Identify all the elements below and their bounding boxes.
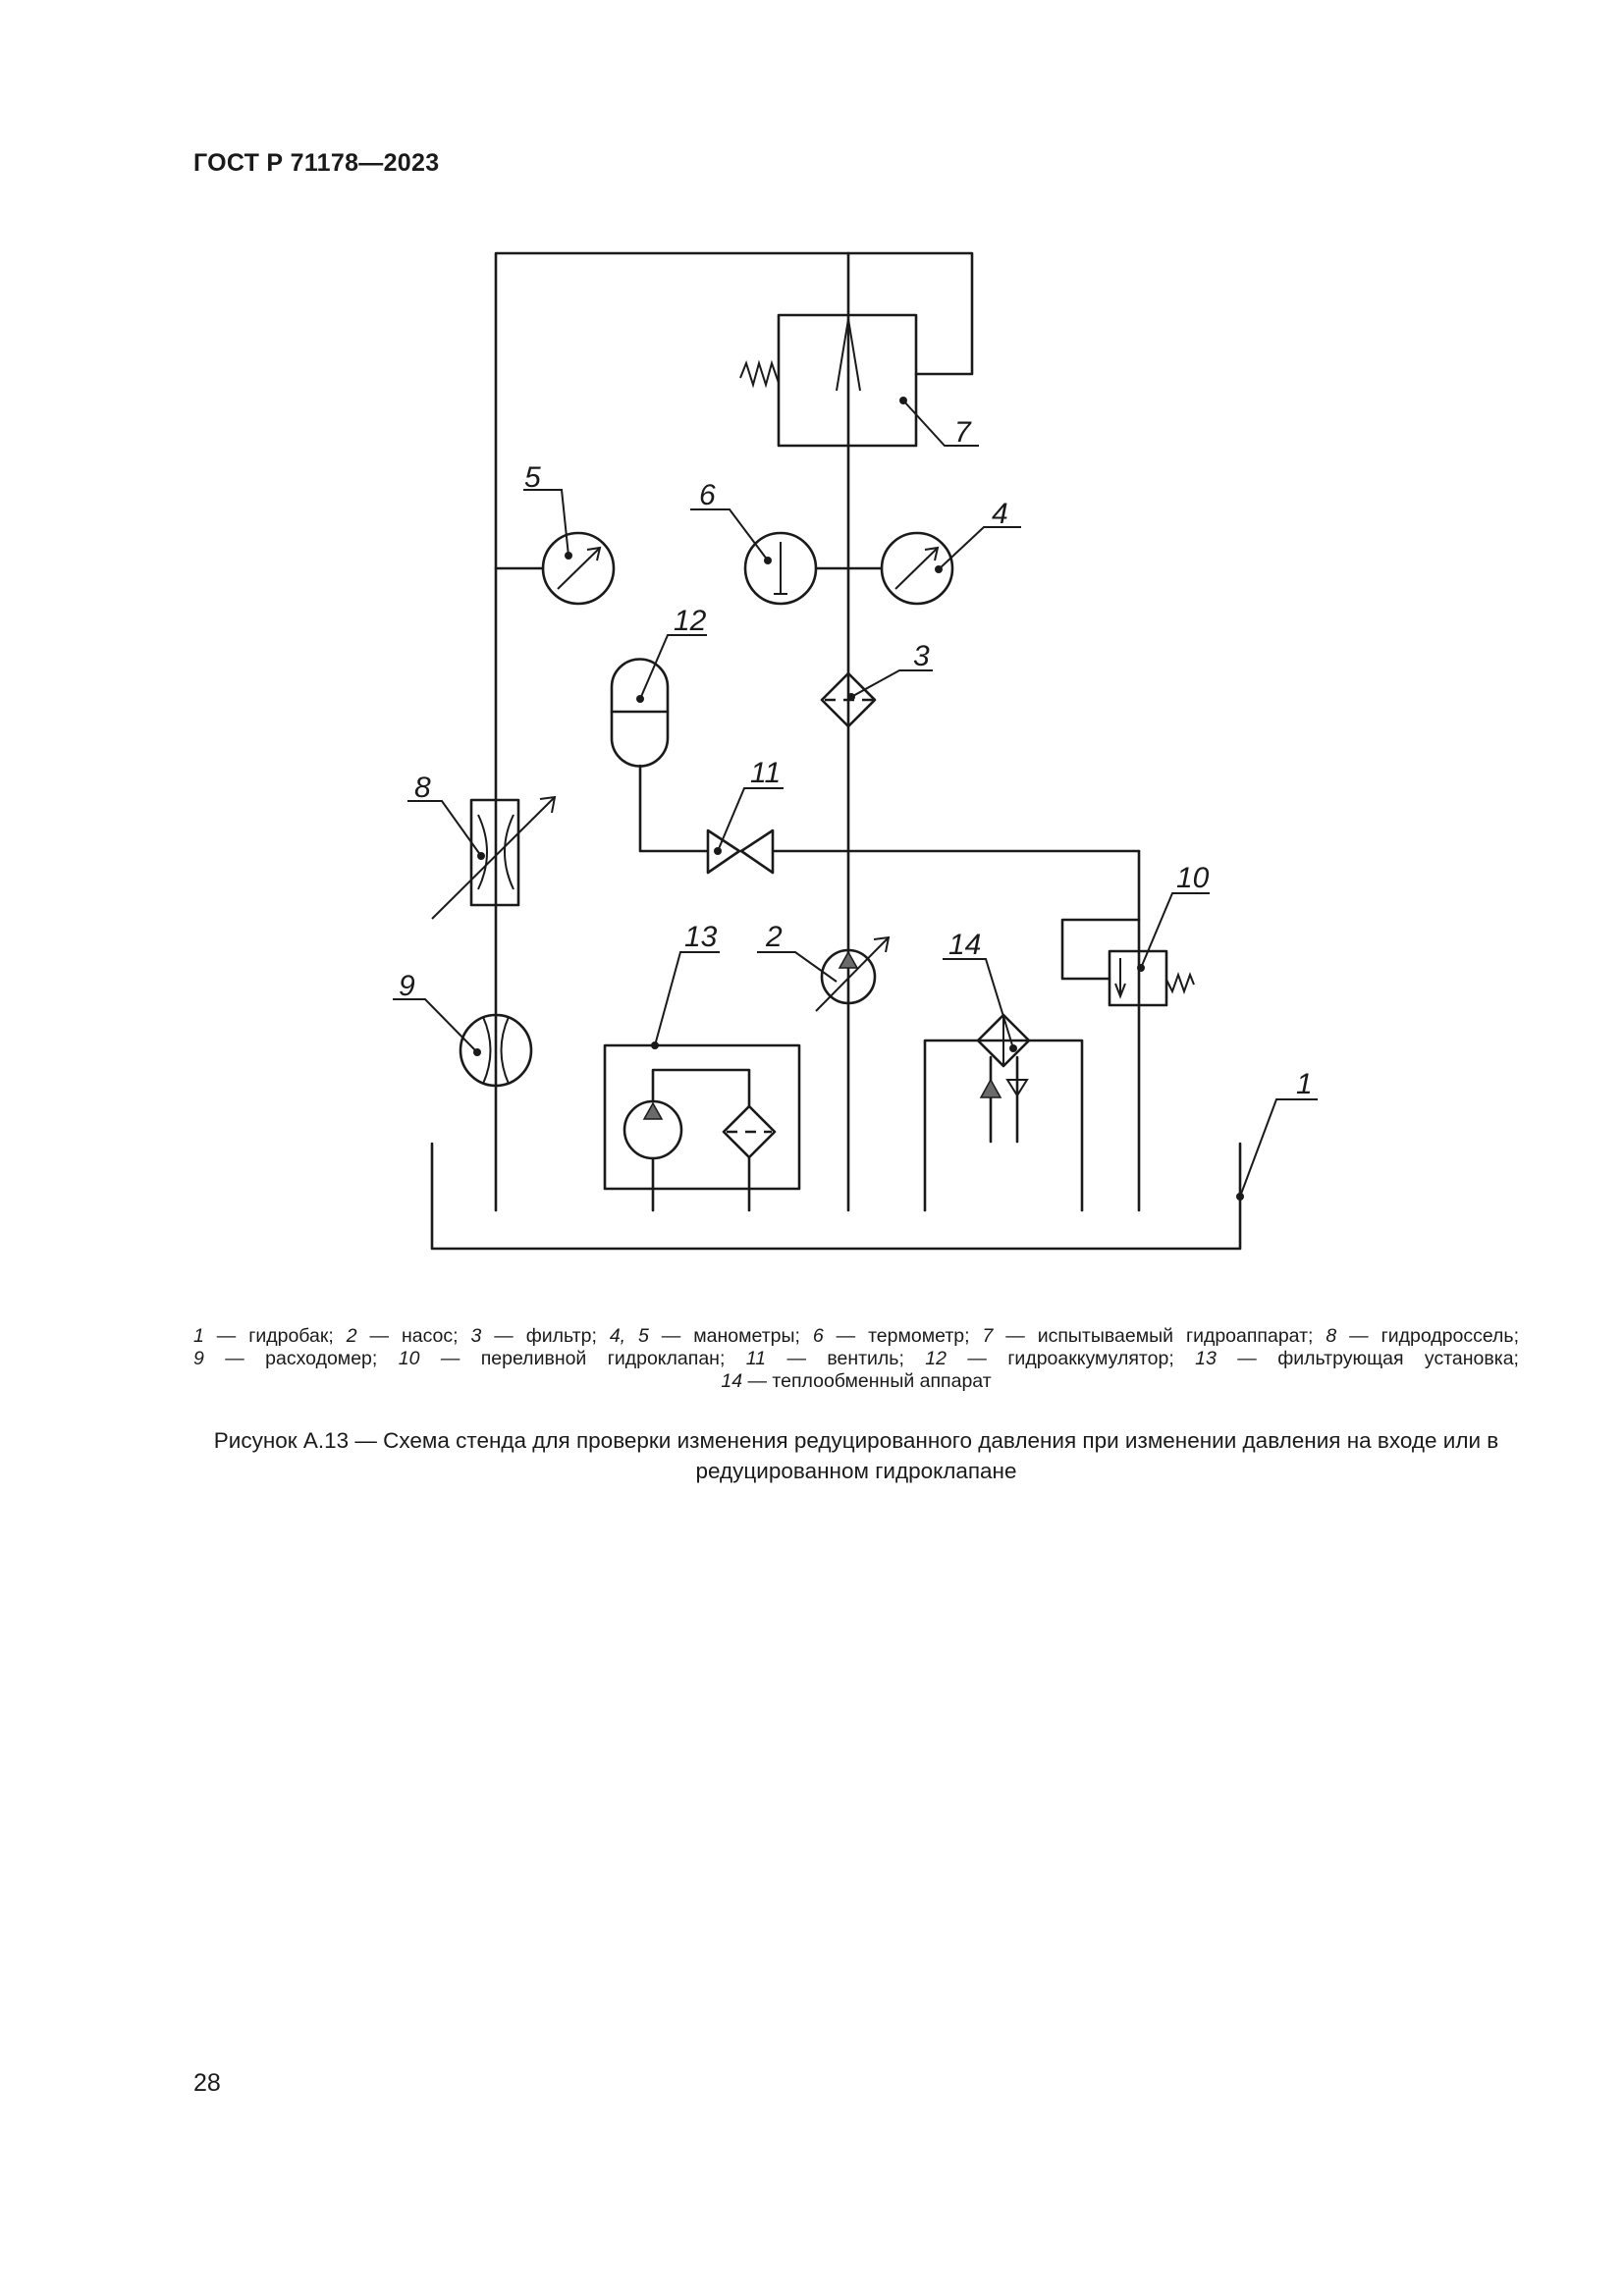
figure-caption: Рисунок А.13 — Схема стенда для проверки… [213, 1428, 1499, 1483]
legend-text: — манометры; [648, 1325, 813, 1347]
legend-num: 6 [812, 1325, 824, 1347]
legend-text: — теплообменный аппарат [742, 1370, 992, 1392]
legend-text: — вентиль; [766, 1348, 926, 1369]
legend-num: 7 [982, 1325, 994, 1347]
shutoff-valve-11 [706, 787, 784, 875]
legend-num: 3 [470, 1325, 482, 1347]
legend-text: — фильтр; [481, 1325, 610, 1347]
callout-4: 4 [992, 498, 1008, 530]
filter-3 [820, 669, 933, 728]
callout-8: 8 [414, 772, 431, 804]
variable-pump-2 [757, 935, 891, 1012]
callout-2: 2 [765, 921, 783, 953]
pressure-gauge-4 [880, 526, 1021, 606]
relief-valve-10 [1060, 892, 1210, 1007]
callout-7: 7 [954, 416, 972, 449]
legend-num: 4, 5 [609, 1325, 649, 1347]
legend-num: 14 [721, 1370, 743, 1392]
callout-9: 9 [399, 970, 415, 1002]
callout-5: 5 [524, 461, 541, 494]
legend-num: 9 [193, 1348, 204, 1369]
legend-text: — переливной гидроклапан; [419, 1348, 746, 1369]
hydraulic-test-bench-diagram: 5 6 4 7 12 3 11 8 9 13 2 14 10 1 [393, 251, 1318, 1251]
callout-14: 14 [948, 929, 981, 961]
legend-text: — испытываемый гидроаппарат; [993, 1325, 1326, 1347]
legend-text: — гидродроссель; [1336, 1325, 1519, 1347]
legend-num: 12 [925, 1348, 947, 1369]
document-header-standard-id: ГОСТ Р 71178—2023 [193, 149, 440, 177]
page-number: 28 [193, 2069, 221, 2097]
callout-1: 1 [1296, 1068, 1313, 1100]
tested-hydraulic-apparatus-7 [739, 313, 979, 448]
callout-11: 11 [750, 757, 781, 789]
legend-text: — расходомер; [203, 1348, 399, 1369]
legend-num: 13 [1195, 1348, 1217, 1369]
callout-6: 6 [699, 479, 716, 511]
legend-num: 11 [745, 1348, 767, 1369]
flowmeter-9 [393, 998, 533, 1088]
hydraulic-accumulator-12 [610, 634, 707, 768]
pressure-gauge-5 [523, 489, 616, 606]
legend-num: 8 [1326, 1325, 1337, 1347]
throttle-valve-8 [407, 795, 557, 920]
pipelines [494, 251, 1141, 1212]
legend-text: — термометр; [823, 1325, 983, 1347]
callout-numbers: 5 6 4 7 12 3 11 8 9 13 2 14 10 1 [399, 416, 1313, 1100]
callout-13: 13 [684, 921, 718, 953]
callout-12: 12 [674, 605, 707, 637]
legend-line-1: 1 — гидробак; 2 — насос; 3 — фильтр; 4, … [193, 1325, 1519, 1348]
legend-num: 10 [398, 1348, 420, 1369]
legend-text: — гидроаккумулятор; [947, 1348, 1196, 1369]
heat-exchanger-14 [923, 958, 1084, 1212]
legend-num: 2 [346, 1325, 357, 1347]
legend-line-3: 14 — теплообменный аппарат [193, 1370, 1519, 1393]
thermometer-6 [690, 508, 818, 606]
legend-text: — фильтрующая установка; [1216, 1348, 1519, 1369]
legend-text: — гидробак; [203, 1325, 347, 1347]
legend-num: 1 [193, 1325, 204, 1347]
hydraulic-tank-1 [430, 1098, 1318, 1251]
figure-legend: 1 — гидробак; 2 — насос; 3 — фильтр; 4, … [193, 1325, 1519, 1393]
legend-text: — насос; [356, 1325, 471, 1347]
filtering-unit-13 [603, 951, 801, 1212]
callout-10: 10 [1176, 862, 1210, 894]
callout-3: 3 [913, 640, 930, 672]
legend-line-2: 9 — расходомер; 10 — переливной гидрокла… [193, 1348, 1519, 1370]
